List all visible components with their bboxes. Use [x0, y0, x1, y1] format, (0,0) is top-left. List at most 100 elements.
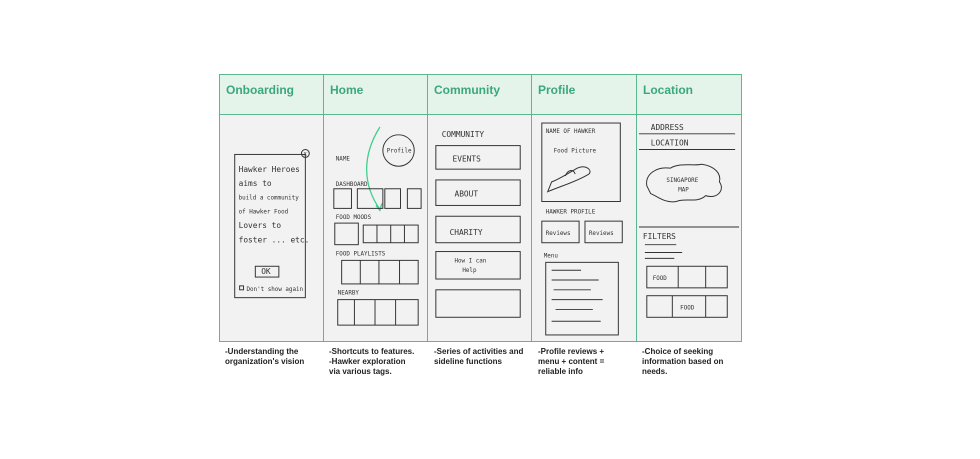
caption-line: -Understanding the — [225, 347, 299, 356]
caption-line: needs. — [642, 367, 668, 376]
caption-line: -Hawker exploration — [329, 357, 406, 366]
charity-button[interactable] — [435, 215, 521, 244]
column-header: Profile — [532, 75, 636, 115]
column-home: Home Profile NAME DASHBOARD FOOD MOODS F… — [323, 74, 428, 342]
column-header: Onboarding — [220, 75, 323, 115]
address-field[interactable]: ADDRESS — [651, 123, 684, 132]
caption-location: -Choice of seeking information based on … — [642, 347, 740, 377]
ok-label: OK — [261, 267, 271, 276]
column-title: Profile — [538, 83, 576, 97]
food-filter-label: FOOD — [653, 276, 668, 282]
onboarding-line: Lovers to — [239, 221, 282, 230]
caption-line: reliable info — [538, 367, 583, 376]
map-label: MAP — [678, 188, 689, 194]
column-header: Location — [637, 75, 741, 115]
caption-line: via various tags. — [329, 367, 392, 376]
dashboard-tile[interactable] — [333, 188, 352, 209]
help-label: How I can — [454, 258, 486, 264]
map-label: SINGAPORE — [666, 178, 698, 184]
caption-home: -Shortcuts to features. -Hawker explorat… — [329, 347, 427, 377]
caption-line: -Choice of seeking — [642, 347, 714, 356]
help-label: Help — [462, 268, 477, 274]
arrow-head-icon — [375, 203, 383, 212]
onboarding-line: of Hawker Food — [239, 209, 289, 215]
profile-sketch: NAME OF HAWKER Food Picture HAWKER PROFI… — [541, 122, 623, 336]
column-onboarding: Onboarding x Hawker Heroes aims to build… — [219, 74, 324, 342]
hawker-header-box — [541, 122, 621, 203]
reviews-button[interactable] — [584, 220, 623, 244]
caption-line: menu + content = — [538, 357, 605, 366]
home-sketch: Profile NAME DASHBOARD FOOD MOODS FOOD P… — [333, 126, 422, 326]
food-filter-strip[interactable] — [646, 265, 728, 289]
events-button[interactable] — [435, 145, 521, 170]
nearby-label: NEARBY — [338, 291, 360, 297]
location-sketch: ADDRESS LOCATION SINGAPORE MAP FILTERS F… — [638, 123, 740, 318]
profile-avatar[interactable] — [382, 134, 415, 167]
dashboard-tile[interactable] — [356, 188, 384, 209]
community-sketch: COMMUNITY EVENTS ABOUT CHARITY How I can… — [435, 130, 521, 318]
column-location: Location ADDRESS LOCATION SINGAPORE MAP … — [636, 74, 742, 342]
caption-line: -Shortcuts to features. — [329, 347, 415, 356]
events-label: EVENTS — [453, 154, 482, 163]
dashboard-tile[interactable] — [406, 188, 422, 209]
wireframe-board: Onboarding x Hawker Heroes aims to build… — [219, 74, 742, 342]
profile-label: Profile — [387, 148, 412, 154]
column-header: Home — [324, 75, 427, 115]
column-header: Community — [428, 75, 531, 115]
name-label: NAME — [336, 156, 351, 162]
menu-box — [545, 261, 619, 336]
onboarding-line: build a community — [239, 196, 300, 202]
reviews-label: Reviews — [546, 231, 571, 237]
onboarding-line: foster ... etc. — [239, 236, 310, 245]
onboarding-sketch: x Hawker Heroes aims to build a communit… — [234, 149, 310, 299]
onboarding-line: aims to — [239, 179, 272, 188]
menu-label: Menu — [544, 253, 559, 259]
hawker-name: NAME OF HAWKER — [546, 129, 596, 135]
dashboard-tile[interactable] — [384, 188, 402, 209]
playlist-strip[interactable] — [341, 259, 419, 285]
caption-line: information based on — [642, 357, 724, 366]
hawker-profile-label: HAWKER PROFILE — [546, 209, 596, 215]
empty-button[interactable] — [435, 289, 521, 318]
dont-show-checkbox[interactable] — [239, 285, 245, 291]
community-heading: COMMUNITY — [442, 130, 485, 139]
onboarding-popup — [234, 153, 306, 299]
caption-line: -Profile reviews + — [538, 347, 605, 356]
about-label: ABOUT — [454, 190, 478, 199]
close-icon — [300, 149, 310, 158]
column-title: Home — [330, 83, 364, 97]
caption-line: -Series of activities and — [434, 347, 524, 356]
filters-label: FILTERS — [643, 232, 676, 241]
column-profile: Profile NAME OF HAWKER Food Picture HAWK… — [531, 74, 637, 342]
reviews-button[interactable] — [541, 220, 580, 244]
flow-arrow — [366, 126, 381, 210]
food-filter-label: FOOD — [680, 305, 695, 311]
food-moods-label: FOOD MOODS — [336, 215, 372, 221]
column-community: Community COMMUNITY EVENTS ABOUT CHARITY… — [427, 74, 532, 342]
onboarding-line: Hawker Heroes — [239, 165, 300, 174]
charity-label: CHARITY — [450, 228, 483, 237]
reviews-label: Reviews — [589, 231, 614, 237]
caption-community: -Series of activities and sideline funct… — [434, 347, 532, 367]
food-picture-label: Food Picture — [554, 148, 597, 154]
help-button[interactable] — [435, 251, 521, 280]
caption-onboarding: -Understanding the organization's vision — [225, 347, 323, 367]
dashboard-label: DASHBOARD — [336, 182, 368, 188]
food-mood-tile[interactable] — [334, 222, 359, 246]
food-picture-icon — [546, 166, 591, 193]
column-title: Location — [643, 83, 693, 97]
caption-line: organization's vision — [225, 357, 305, 366]
column-title: Onboarding — [226, 83, 294, 97]
singapore-map-icon[interactable] — [646, 163, 722, 203]
food-filter-strip[interactable] — [646, 295, 728, 318]
food-playlists-label: FOOD PLAYLISTS — [336, 251, 386, 257]
caption-line: sideline functions — [434, 357, 503, 366]
ok-button[interactable] — [254, 265, 280, 278]
nearby-strip[interactable] — [337, 299, 419, 326]
dont-show-label: Don't show again — [246, 287, 303, 293]
close-mark: x — [303, 151, 307, 157]
location-field[interactable]: LOCATION — [651, 139, 689, 148]
about-button[interactable] — [435, 179, 521, 206]
column-title: Community — [434, 83, 500, 97]
caption-profile: -Profile reviews + menu + content = reli… — [538, 347, 636, 377]
